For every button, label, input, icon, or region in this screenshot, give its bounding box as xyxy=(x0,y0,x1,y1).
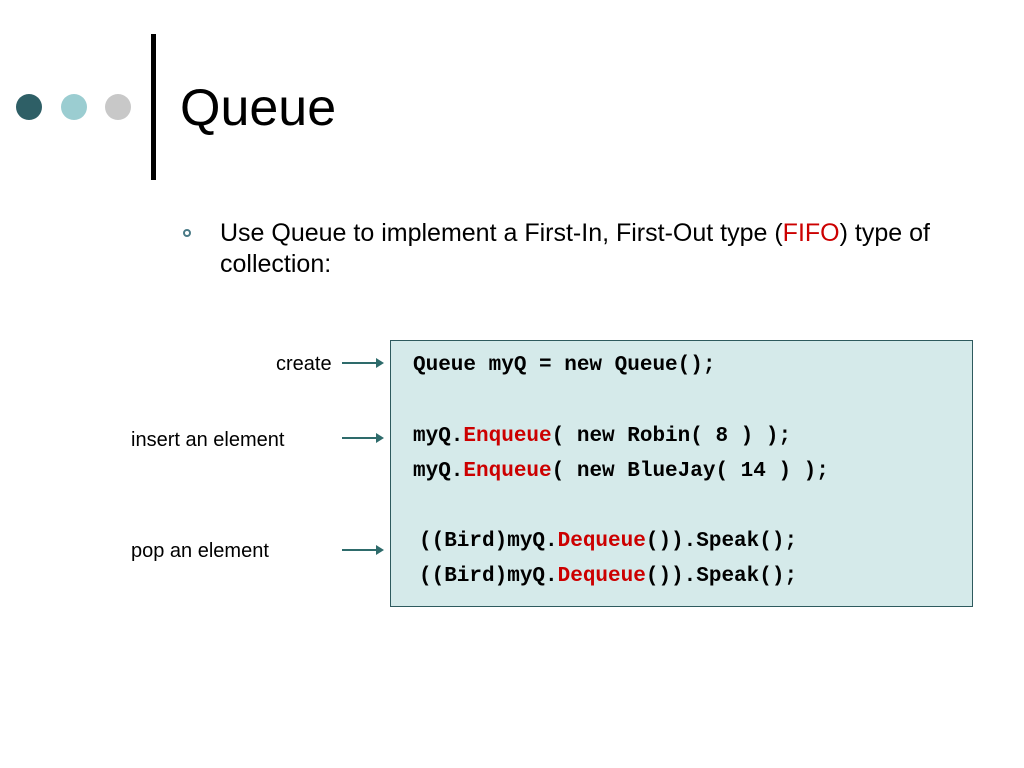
code-keyword: Enqueue xyxy=(463,425,552,448)
bullet-text: Use Queue to implement a First-In, First… xyxy=(220,218,960,280)
code-text: ((Bird)myQ. xyxy=(419,565,558,588)
code-text: ((Bird)myQ. xyxy=(419,530,558,553)
code-keyword: Dequeue xyxy=(557,530,646,553)
code-line-enqueue-2: myQ.Enqueue( new BlueJay( 14 ) ); xyxy=(413,459,829,485)
bullet-fifo-highlight: FIFO xyxy=(782,219,840,247)
dot-dark xyxy=(16,94,42,120)
bullet-text-after: ) type of collection: xyxy=(220,219,930,278)
code-line-dequeue-1: ((Bird)myQ.Dequeue()).Speak(); xyxy=(419,529,797,555)
code-text: ( new BlueJay( 14 ) ); xyxy=(551,460,829,483)
code-block: Queue myQ = new Queue(); myQ.Enqueue( ne… xyxy=(390,340,973,607)
code-keyword: Enqueue xyxy=(463,460,552,483)
code-line-enqueue-1: myQ.Enqueue( new Robin( 8 ) ); xyxy=(413,424,791,450)
code-text: ( new Robin( 8 ) ); xyxy=(551,425,792,448)
code-text: myQ. xyxy=(413,460,464,483)
label-insert: insert an element xyxy=(131,429,285,451)
title-divider xyxy=(151,34,156,180)
code-text: ()).Speak(); xyxy=(645,530,798,553)
dot-mid xyxy=(61,94,87,120)
code-keyword: Dequeue xyxy=(557,565,646,588)
label-pop: pop an element xyxy=(131,540,269,562)
code-text: myQ. xyxy=(413,425,464,448)
arrow-right-icon xyxy=(342,433,384,443)
label-create: create xyxy=(276,353,332,375)
arrow-right-icon xyxy=(342,545,384,555)
arrow-right-icon xyxy=(342,358,384,368)
bullet-circle-icon xyxy=(183,229,191,237)
bullet-text-before: Use Queue to implement a First-In, First… xyxy=(220,219,783,247)
dot-light xyxy=(105,94,131,120)
code-line-create: Queue myQ = new Queue(); xyxy=(413,354,716,377)
code-line-dequeue-2: ((Bird)myQ.Dequeue()).Speak(); xyxy=(419,564,797,590)
code-text: ()).Speak(); xyxy=(645,565,798,588)
slide-title: Queue xyxy=(180,79,337,137)
